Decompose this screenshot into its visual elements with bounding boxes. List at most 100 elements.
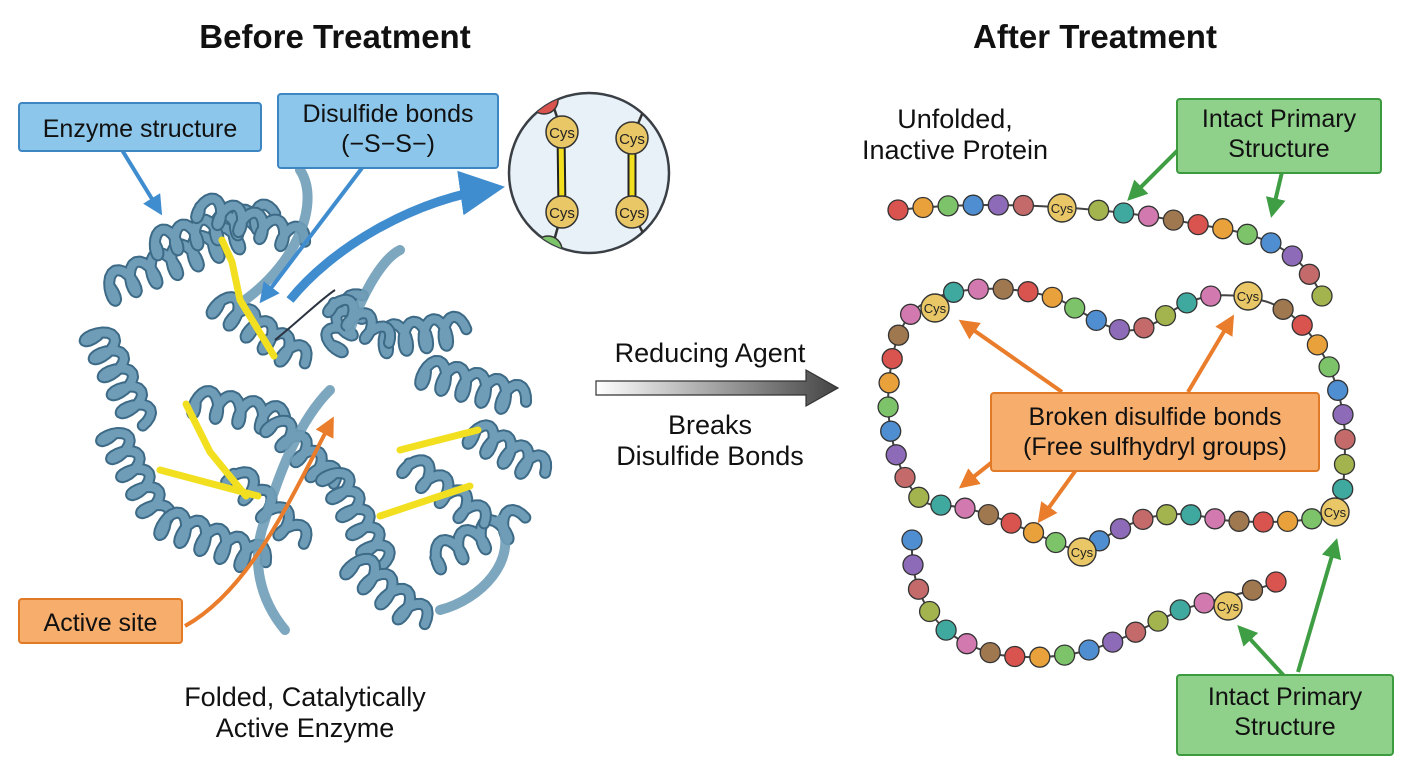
cys-label: Cys xyxy=(549,205,575,222)
before-caption-line: Folded, Catalytically xyxy=(184,682,426,712)
broken-disulfide-bonds-label: Broken disulfide bonds (Free sulfhydryl … xyxy=(990,392,1320,472)
amino-acid-bead xyxy=(1064,297,1086,319)
active-site-label: Active site xyxy=(18,598,183,644)
cys-label: Cys xyxy=(1324,505,1347,520)
before-caption: Folded, Catalytically Active Enzyme xyxy=(150,682,460,744)
amino-acid-bead xyxy=(1200,285,1222,307)
zoom-pointer-line xyxy=(274,289,336,341)
amino-acid-bead xyxy=(1265,571,1287,593)
after-title: After Treatment xyxy=(973,18,1217,55)
cys-label: Cys xyxy=(549,125,575,142)
intact-primary-structure-label-bottom: Intact Primary Structure xyxy=(1176,674,1394,756)
amino-acid-bead xyxy=(1332,403,1354,426)
disulfide-bond xyxy=(156,466,262,500)
amino-acid-bead xyxy=(1260,232,1282,254)
alpha-helix xyxy=(153,506,273,573)
alpha-helix xyxy=(339,552,434,631)
amino-acid-bead xyxy=(1087,199,1110,221)
cys-label: Cys xyxy=(619,205,645,222)
amino-acid-bead xyxy=(1176,292,1198,314)
cys-residue xyxy=(545,115,579,149)
cys-residue xyxy=(545,195,579,229)
intact-primary-structure-line: Structure xyxy=(1228,135,1330,163)
cys-label: Cys xyxy=(1217,599,1240,614)
amino-acid-bead xyxy=(1332,478,1354,500)
amino-acid-bead xyxy=(979,641,1001,664)
intact-primary-structure-label-top: Intact Primary Structure xyxy=(1176,98,1382,174)
alpha-helix xyxy=(461,419,553,480)
alpha-helix xyxy=(78,326,157,432)
amino-acid-bead xyxy=(1334,428,1356,451)
after-caption: Unfolded, Inactive Protein xyxy=(820,104,1090,166)
amino-acid-bead xyxy=(881,348,903,370)
amino-acid-bead xyxy=(1137,205,1160,227)
amino-acid-bead xyxy=(1112,202,1135,224)
cys-residue xyxy=(1067,537,1097,567)
amino-acid-bead xyxy=(1228,510,1250,532)
broken-disulfide-bonds-line: (Free sulfhydryl groups) xyxy=(1023,433,1287,461)
amino-acid-bead xyxy=(1017,281,1039,303)
alpha-helix xyxy=(315,467,396,572)
amino-acid-bead xyxy=(1078,639,1100,661)
disulfide-bonds-label-line: Disulfide bonds xyxy=(302,100,474,128)
zoom-arrow xyxy=(286,170,505,303)
amino-acid-bead xyxy=(962,194,984,216)
amino-acid-bead xyxy=(912,196,934,219)
reducing-agent-arrow xyxy=(595,368,840,408)
reducing-agent-effect-line: Disulfide Bonds xyxy=(616,441,804,472)
disulfide-bonds-arrow xyxy=(259,166,364,304)
amino-acid-bead xyxy=(954,497,976,519)
amino-acid-bead xyxy=(1318,356,1340,378)
amino-acid-bead xyxy=(1147,610,1169,632)
cys-residue xyxy=(1233,281,1263,311)
amino-acid-bead xyxy=(885,444,907,466)
amino-acid-bead xyxy=(1301,508,1323,530)
amino-acid-bead xyxy=(1102,631,1124,653)
amino-acid-bead xyxy=(899,303,922,325)
after-caption-line: Inactive Protein xyxy=(861,135,1049,166)
amino-acid-bead xyxy=(1193,592,1215,614)
amino-acid-bead xyxy=(1169,599,1191,621)
primary-structure-arrow xyxy=(1237,625,1288,680)
intact-primary-structure-line: Intact Primary xyxy=(1207,683,1363,711)
disulfide-bonds-label: Disulfide bonds (−S−S−) xyxy=(277,93,499,169)
alpha-helix xyxy=(95,427,176,532)
alpha-helix xyxy=(259,414,343,490)
amino-acid-bead xyxy=(877,396,899,418)
amino-acid-bead xyxy=(1156,504,1178,526)
amino-acid-bead xyxy=(956,633,978,655)
enzyme-structure-arrow xyxy=(120,148,163,216)
amino-acid-bead xyxy=(1085,309,1107,332)
amino-acid-bead xyxy=(1333,453,1356,476)
cys-residue xyxy=(920,293,950,323)
loop-ribbon xyxy=(240,165,511,635)
amino-acid-bead xyxy=(1162,209,1185,231)
amino-acid-bead xyxy=(987,194,1009,216)
cys-residue xyxy=(615,121,649,155)
amino-acid-bead xyxy=(1327,379,1349,401)
amino-acid-bead xyxy=(918,600,941,623)
primary-structure-arrow xyxy=(1127,146,1182,201)
active-site-arrow xyxy=(184,416,334,628)
amino-acid-bead xyxy=(1272,298,1294,320)
amino-acid-bead xyxy=(908,486,930,508)
amino-acid-bead xyxy=(1045,531,1067,554)
amino-acid-bead xyxy=(1109,518,1132,540)
cys-residue xyxy=(1213,591,1243,621)
residue xyxy=(533,235,563,253)
amino-acid-bead xyxy=(1154,304,1177,327)
cys-label: Cys xyxy=(1237,289,1260,304)
disulfide-bond xyxy=(182,400,250,500)
amino-acid-bead xyxy=(930,494,952,516)
amino-acid-bead xyxy=(902,554,924,576)
amino-acid-bead xyxy=(1133,317,1155,339)
residue xyxy=(640,235,669,253)
amino-acid-bead xyxy=(1291,314,1313,336)
amino-acid-bead xyxy=(878,372,900,394)
reducing-agent-label: Reducing Agent xyxy=(614,338,806,368)
intact-primary-structure-line: Structure xyxy=(1234,713,1336,741)
amino-acid-bead xyxy=(967,278,989,300)
amino-acid-bead xyxy=(1252,511,1274,533)
amino-acid-bead xyxy=(1041,286,1063,309)
